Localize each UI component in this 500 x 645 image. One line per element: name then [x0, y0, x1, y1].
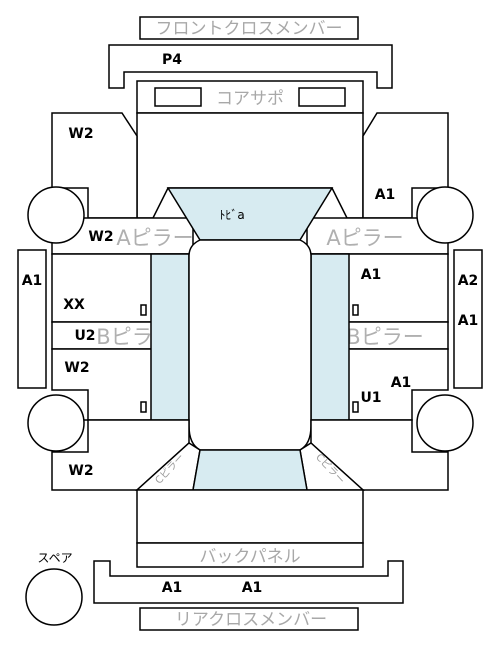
rear-cross-member-label: リアクロスメンバー [175, 610, 327, 630]
spare-tire-label: スペア [37, 551, 72, 565]
rear-cross-right-code: A1 [242, 580, 263, 596]
rear-door-right-top-code: A1 [391, 375, 412, 391]
wheel-front-right[interactable] [416, 186, 474, 244]
a-pillar-left-label: Aピラー [116, 226, 193, 250]
side-glass-right[interactable] [310, 253, 350, 421]
rear-door-handle-left[interactable] [140, 401, 147, 413]
back-panel[interactable] [136, 542, 364, 568]
headlight-right[interactable] [298, 87, 346, 107]
rear-fender-left[interactable] [51, 419, 190, 491]
front-door-right-code: A1 [361, 267, 382, 283]
rear-window[interactable] [192, 449, 308, 491]
side-sill-left-code: A1 [22, 273, 43, 289]
rear-cross-left-code: A1 [162, 580, 183, 596]
rear-door-left-code: W2 [64, 360, 89, 376]
a-pillar-left-code: W2 [88, 229, 113, 245]
roof[interactable] [188, 239, 312, 451]
trunk-lid[interactable] [136, 489, 364, 544]
front-cross-member[interactable] [139, 16, 359, 40]
front-fender-left-code: W2 [68, 126, 93, 142]
front-door-handle-left[interactable] [140, 304, 147, 316]
back-panel-label: バックパネル [199, 547, 300, 567]
radiator-support-label: コアサポ [216, 89, 284, 109]
side-sill-right-top-code: A2 [458, 273, 479, 289]
wheel-rear-right[interactable] [416, 394, 474, 452]
spare-tire[interactable] [25, 568, 83, 626]
side-sill-right-bottom-code: A1 [458, 313, 479, 329]
front-cross-member-label: フロントクロスメンバー [156, 19, 343, 39]
a-pillar-right-label: Aピラー [326, 226, 403, 250]
rear-cross-member[interactable] [139, 607, 359, 631]
rear-door-right-bottom-code: U1 [360, 390, 381, 406]
side-glass-left[interactable] [150, 253, 190, 421]
rear-fender-left-code: W2 [68, 463, 93, 479]
b-pillar-left-code: U2 [74, 328, 95, 344]
front-fender-right[interactable] [362, 112, 449, 219]
rear-door-handle-right[interactable] [352, 401, 359, 413]
side-sill-right[interactable] [453, 249, 483, 389]
front-door-left-code: XX [63, 297, 85, 313]
front-door-handle-right[interactable] [352, 304, 359, 316]
windshield-code: ﾄﾋﾞa [219, 208, 244, 222]
b-pillar-right-label: Bピラー [346, 325, 423, 349]
front-fender-right-code: A1 [375, 187, 396, 203]
wheel-rear-left[interactable] [27, 394, 85, 452]
wheel-front-left[interactable] [27, 186, 85, 244]
front-bumper-code: P4 [162, 52, 182, 68]
front-bumper-reinforcement[interactable] [108, 44, 393, 89]
headlight-left[interactable] [154, 87, 202, 107]
side-sill-left[interactable] [17, 249, 47, 389]
rear-bumper-reinforcement[interactable] [93, 560, 404, 604]
